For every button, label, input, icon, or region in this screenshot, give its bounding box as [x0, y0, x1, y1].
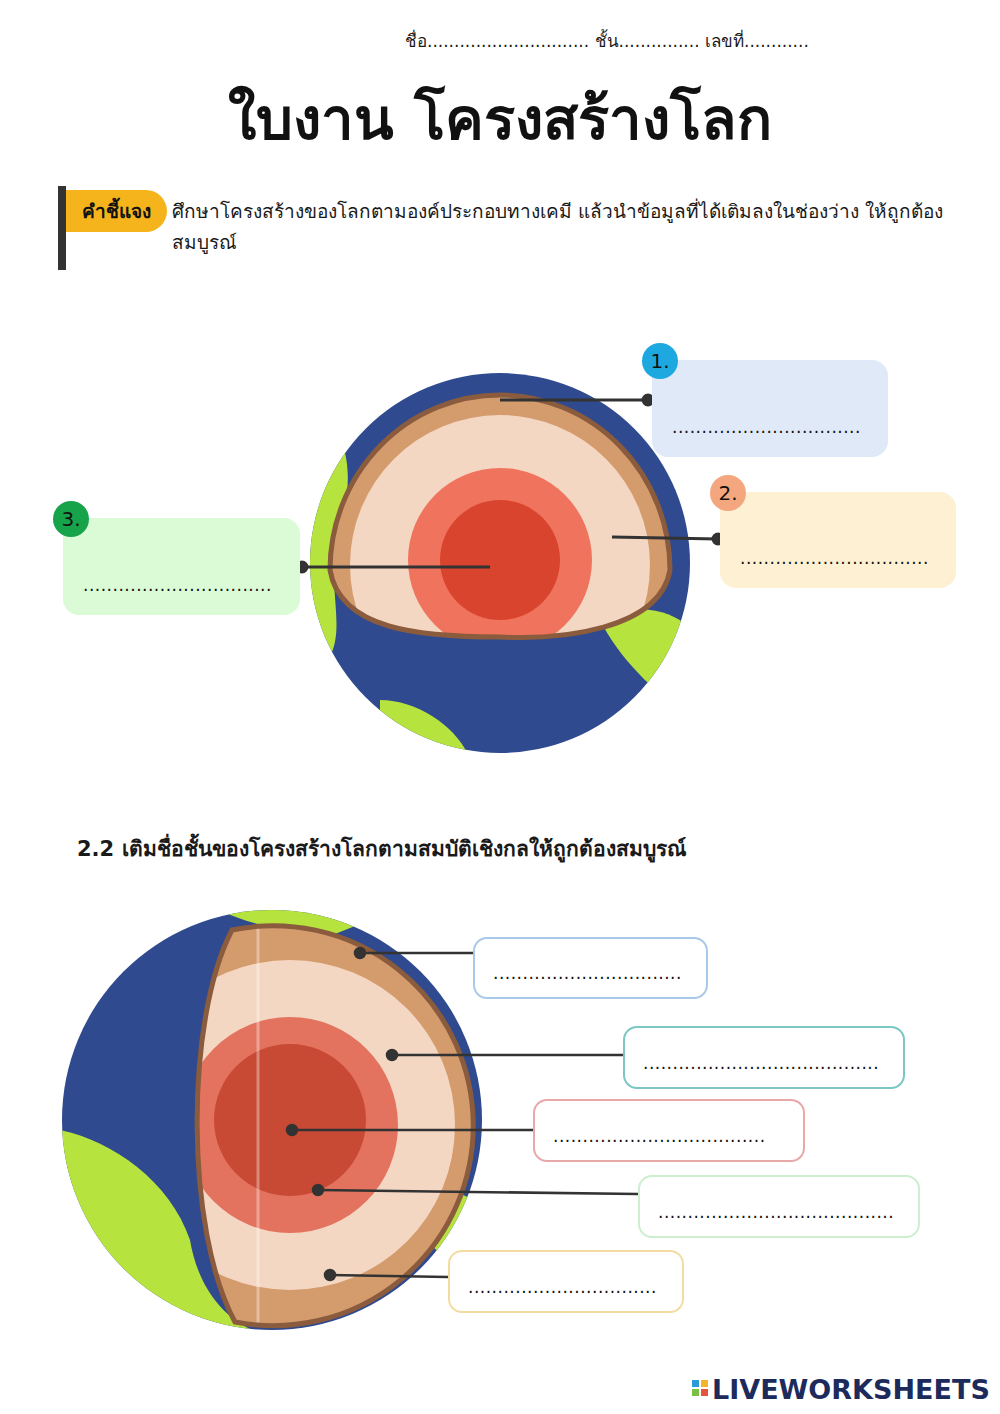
callout-number: 1. — [642, 343, 678, 379]
instruction-badge: คำชี้แจง — [66, 190, 167, 232]
section-heading: 2.2 เติมชื่อชั้นของโครงสร้างโลกตามสมบัติ… — [77, 836, 957, 863]
answer-box: ........................................ — [638, 1175, 920, 1238]
answer-blank: ................................ — [672, 417, 861, 437]
answer-box: ........................................ — [623, 1026, 905, 1089]
answer-box: 1................................. — [652, 360, 888, 457]
answer-blank: ................................ — [468, 1277, 657, 1297]
instruction-text: ศึกษาโครงสร้างของโลกตามองค์ประกอบทางเคมี… — [172, 196, 972, 259]
answer-blank: ........................................ — [658, 1202, 894, 1222]
callout-number: 3. — [53, 501, 89, 537]
answer-box: ................................ — [473, 937, 708, 999]
worksheet-title: ใบงาน โครงสร้างโลก — [0, 82, 1000, 157]
earth-bottom — [60, 900, 500, 1340]
answer-box: ................................ — [448, 1250, 684, 1313]
watermark-icon — [692, 1380, 708, 1396]
answer-blank: ................................ — [740, 548, 929, 568]
answer-box: .................................... — [533, 1099, 805, 1162]
name-line: ชื่อ.............................. ชั้น.… — [405, 30, 975, 52]
answer-blank: ........................................ — [643, 1053, 879, 1073]
badge-bar — [58, 186, 66, 270]
answer-blank: .................................... — [553, 1126, 766, 1146]
callout-number: 2. — [710, 475, 746, 511]
earth-top — [300, 370, 700, 760]
badge-text: คำชี้แจง — [82, 196, 151, 226]
answer-box: 3................................. — [63, 518, 300, 615]
answer-blank: ................................ — [493, 963, 682, 983]
watermark: LIVEWORKSHEETS — [712, 1372, 992, 1407]
answer-box: 2................................. — [720, 492, 956, 588]
answer-blank: ................................ — [83, 575, 272, 595]
